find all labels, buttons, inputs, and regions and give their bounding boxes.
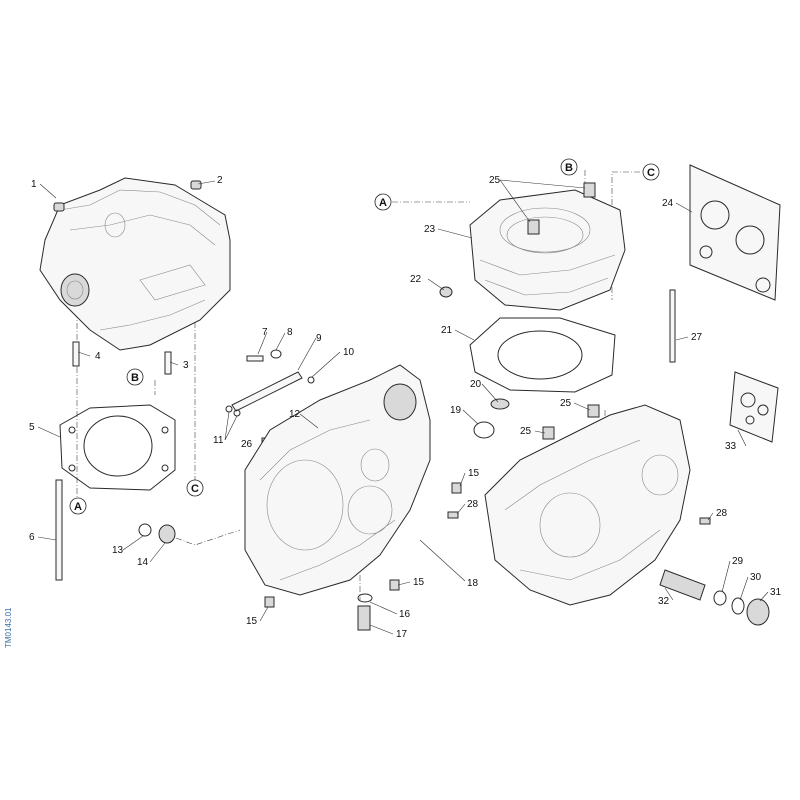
stud-27 <box>669 289 676 363</box>
cylinder <box>439 182 626 311</box>
callout-25-c: 25 <box>520 426 532 437</box>
svg-text:B: B <box>131 372 139 384</box>
svg-text:C: C <box>647 167 655 179</box>
svg-text:A: A <box>379 197 387 209</box>
dowel-25-b <box>583 182 596 198</box>
callout-22: 22 <box>410 274 422 285</box>
dowel-25-c <box>542 426 555 440</box>
ring-10 <box>307 376 315 384</box>
callout-27: 27 <box>691 332 703 343</box>
callout-10: 10 <box>343 347 355 358</box>
plug-17 <box>357 605 371 631</box>
stud-4 <box>72 341 80 367</box>
circlip-13 <box>138 523 152 537</box>
callout-11: 11 <box>213 435 224 446</box>
right-crankcase <box>473 398 711 606</box>
screw-28-b <box>699 517 711 525</box>
callout-25-a: 25 <box>489 175 501 186</box>
washer-16 <box>357 593 373 603</box>
callout-12: 12 <box>289 409 301 420</box>
plug-20 <box>490 398 510 410</box>
dowel-15-c <box>451 482 462 494</box>
ref-marker-a-right: A <box>374 193 392 211</box>
document-id: TM0143.01 <box>4 607 13 648</box>
svg-text:C: C <box>191 483 199 495</box>
ref-marker-c-right: C <box>642 163 660 181</box>
callout-labels: 1 2 3 4 5 6 7 8 9 10 11 12 13 14 15 15 1… <box>29 175 782 640</box>
dowel-15-b <box>389 579 400 591</box>
stud-3 <box>164 351 172 375</box>
callout-26: 26 <box>241 439 253 450</box>
washer-8 <box>270 349 282 359</box>
callout-15-a: 15 <box>468 468 480 479</box>
ref-marker-a-left: A <box>69 497 87 515</box>
callout-3: 3 <box>183 360 189 371</box>
bushing-32 <box>659 569 706 601</box>
shaft-parts <box>659 569 770 626</box>
nut-2 <box>190 180 202 190</box>
callout-7: 7 <box>262 327 268 338</box>
callout-15-c: 15 <box>246 616 258 627</box>
head-gasket <box>59 404 176 491</box>
ref-marker-b-left: B <box>126 368 144 386</box>
callout-5: 5 <box>29 422 35 433</box>
callout-1: 1 <box>31 179 37 190</box>
callout-33: 33 <box>725 441 737 452</box>
svg-text:B: B <box>565 162 573 174</box>
callout-20: 20 <box>470 379 482 390</box>
cylinder-head <box>39 177 231 351</box>
studs <box>53 180 676 581</box>
bolt-7 <box>246 355 264 362</box>
left-crankcase <box>244 364 462 631</box>
callout-13: 13 <box>112 545 124 556</box>
callout-19: 19 <box>450 405 462 416</box>
callout-8: 8 <box>287 327 293 338</box>
callout-28-b: 28 <box>716 508 728 519</box>
gasket-kit-24 <box>689 164 781 301</box>
seal-14 <box>158 524 176 544</box>
callout-16: 16 <box>399 609 411 620</box>
ring-29 <box>713 590 727 606</box>
ref-marker-b-right: B <box>560 158 578 176</box>
callout-15-b: 15 <box>413 577 425 588</box>
callout-29: 29 <box>732 556 744 567</box>
ring-30 <box>731 597 745 615</box>
stud-6 <box>55 479 63 581</box>
callout-4: 4 <box>95 351 101 362</box>
bar-9 <box>231 371 303 412</box>
nut-1 <box>53 202 65 212</box>
callout-17: 17 <box>396 629 408 640</box>
screw-28-a <box>447 511 459 519</box>
reference-markers: B A C A B C <box>69 158 660 515</box>
callout-21: 21 <box>441 325 453 336</box>
nut-31 <box>746 598 770 626</box>
dowel-25-d <box>587 404 600 418</box>
callout-6: 6 <box>29 532 35 543</box>
leader-lines <box>37 179 769 635</box>
callout-9: 9 <box>316 333 322 344</box>
gasket-kit-33 <box>729 371 779 443</box>
ring-19 <box>473 421 495 439</box>
base-gasket <box>469 317 616 393</box>
callout-24: 24 <box>662 198 674 209</box>
callout-23: 23 <box>424 224 436 235</box>
callout-14: 14 <box>137 557 149 568</box>
ref-marker-c-left: C <box>186 479 204 497</box>
dowel-25-a <box>527 219 540 235</box>
dowel-15-a <box>264 596 275 608</box>
callout-30: 30 <box>750 572 762 583</box>
callout-25-b: 25 <box>560 398 572 409</box>
callout-31: 31 <box>770 587 782 598</box>
callout-18: 18 <box>467 578 479 589</box>
callout-32: 32 <box>658 596 670 607</box>
callout-2: 2 <box>217 175 223 186</box>
callout-28-a: 28 <box>467 499 479 510</box>
svg-text:A: A <box>74 501 82 513</box>
